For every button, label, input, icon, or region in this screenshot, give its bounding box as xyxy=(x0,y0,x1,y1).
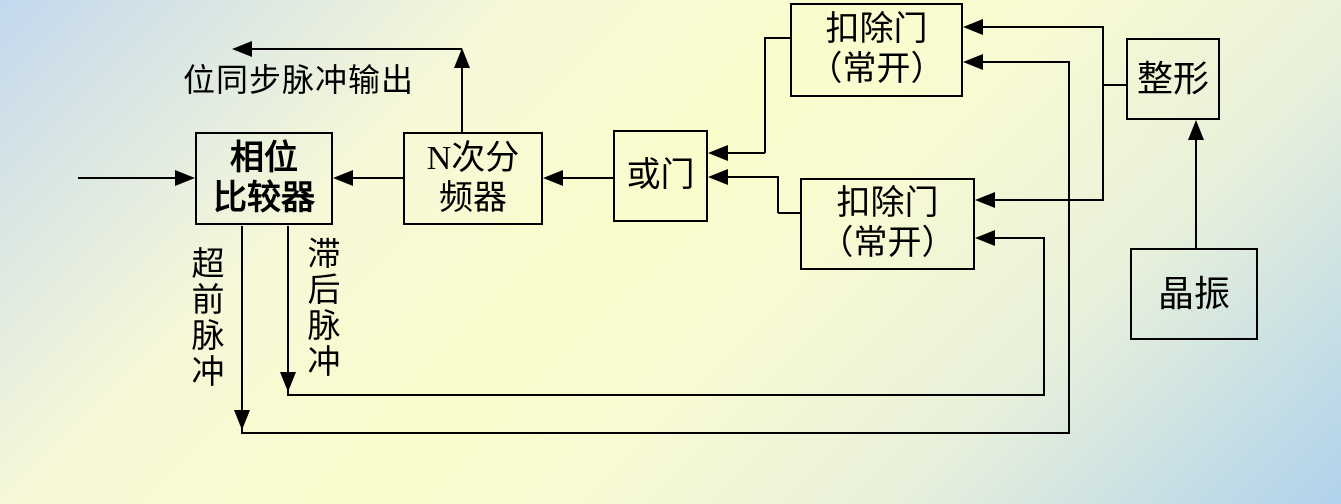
n-divider-box: N次分 频器 xyxy=(403,132,543,225)
divider-to-comparator-line xyxy=(353,177,403,179)
crystal-oscillator-box: 晶振 xyxy=(1130,248,1258,340)
n-divider-label-line1: N次分 xyxy=(426,139,520,177)
subtract-gate-top-label-line2: （常开） xyxy=(808,51,945,88)
bit-sync-output-label: 位同步脉冲输出 xyxy=(183,62,415,98)
phase-comparator-label-line1: 相位 xyxy=(230,139,298,177)
phase-comparator-box: 相位 比较器 xyxy=(195,132,333,225)
subtract-gate-top-label-line1: 扣除门 xyxy=(825,11,928,48)
phase-comparator-label-line2: 比较器 xyxy=(213,179,315,217)
divider-up-line xyxy=(461,67,463,132)
leading-pulse-up-line xyxy=(1068,61,1070,434)
orgate-to-divider-line xyxy=(563,177,613,179)
up-arrowhead xyxy=(1188,120,1204,140)
shaper-box: 整形 xyxy=(1126,38,1220,120)
left-arrowhead xyxy=(975,192,995,208)
lagging-pulse-bottom-line xyxy=(287,394,1045,396)
right-arrowhead xyxy=(175,170,195,186)
down-arrowhead xyxy=(280,372,296,392)
bottomgate-to-orgate-line xyxy=(728,176,778,178)
bottomgate-out-stub xyxy=(778,212,800,214)
left-arrowhead xyxy=(975,230,995,246)
shaper-label: 整形 xyxy=(1136,59,1209,99)
left-arrowhead xyxy=(543,170,563,186)
leading-pulse-down-line xyxy=(241,226,243,434)
clock-to-bottomgate-line xyxy=(995,199,1103,201)
subtract-gate-bottom-label-line1: 扣除门 xyxy=(836,185,939,222)
clock-bus-vertical xyxy=(1102,26,1104,201)
left-arrowhead xyxy=(333,170,353,186)
lagging-pulse-to-bottomgate-line xyxy=(995,237,1044,239)
bit-sync-output-line xyxy=(251,48,462,50)
input-signal-line xyxy=(78,177,175,179)
down-arrowhead xyxy=(234,410,250,430)
leading-pulse-bottom-line xyxy=(241,432,1070,434)
or-gate-label: 或门 xyxy=(626,157,695,194)
left-arrowhead xyxy=(708,145,728,161)
topgate-out-stub xyxy=(765,37,790,39)
clock-to-topgate-line xyxy=(983,26,1103,28)
topgate-down-line xyxy=(764,37,766,153)
subtract-gate-bottom-box: 扣除门 （常开） xyxy=(800,178,975,270)
topgate-to-orgate-line xyxy=(728,152,765,154)
lagging-pulse-up-line xyxy=(1043,237,1045,396)
lagging-pulse-label: 滞后脉冲 xyxy=(302,236,338,380)
left-arrowhead xyxy=(232,41,252,57)
left-arrowhead xyxy=(708,169,728,185)
bottomgate-up-line xyxy=(777,176,779,213)
lagging-pulse-down-line xyxy=(287,226,289,396)
subtract-gate-top-box: 扣除门 （常开） xyxy=(790,3,963,97)
shaper-out-stub xyxy=(1103,84,1126,86)
n-divider-label-line2: 频器 xyxy=(439,179,507,217)
subtract-gate-bottom-label-line2: （常开） xyxy=(819,225,956,262)
or-gate-box: 或门 xyxy=(613,130,708,222)
up-arrowhead xyxy=(454,48,470,68)
left-arrowhead xyxy=(963,54,983,70)
leading-pulse-label: 超前脉冲 xyxy=(186,246,222,390)
left-arrowhead xyxy=(963,19,983,35)
leading-pulse-to-topgate-line xyxy=(983,61,1069,63)
crystal-to-shaper-line xyxy=(1195,139,1197,248)
crystal-oscillator-label: 晶振 xyxy=(1157,274,1230,314)
